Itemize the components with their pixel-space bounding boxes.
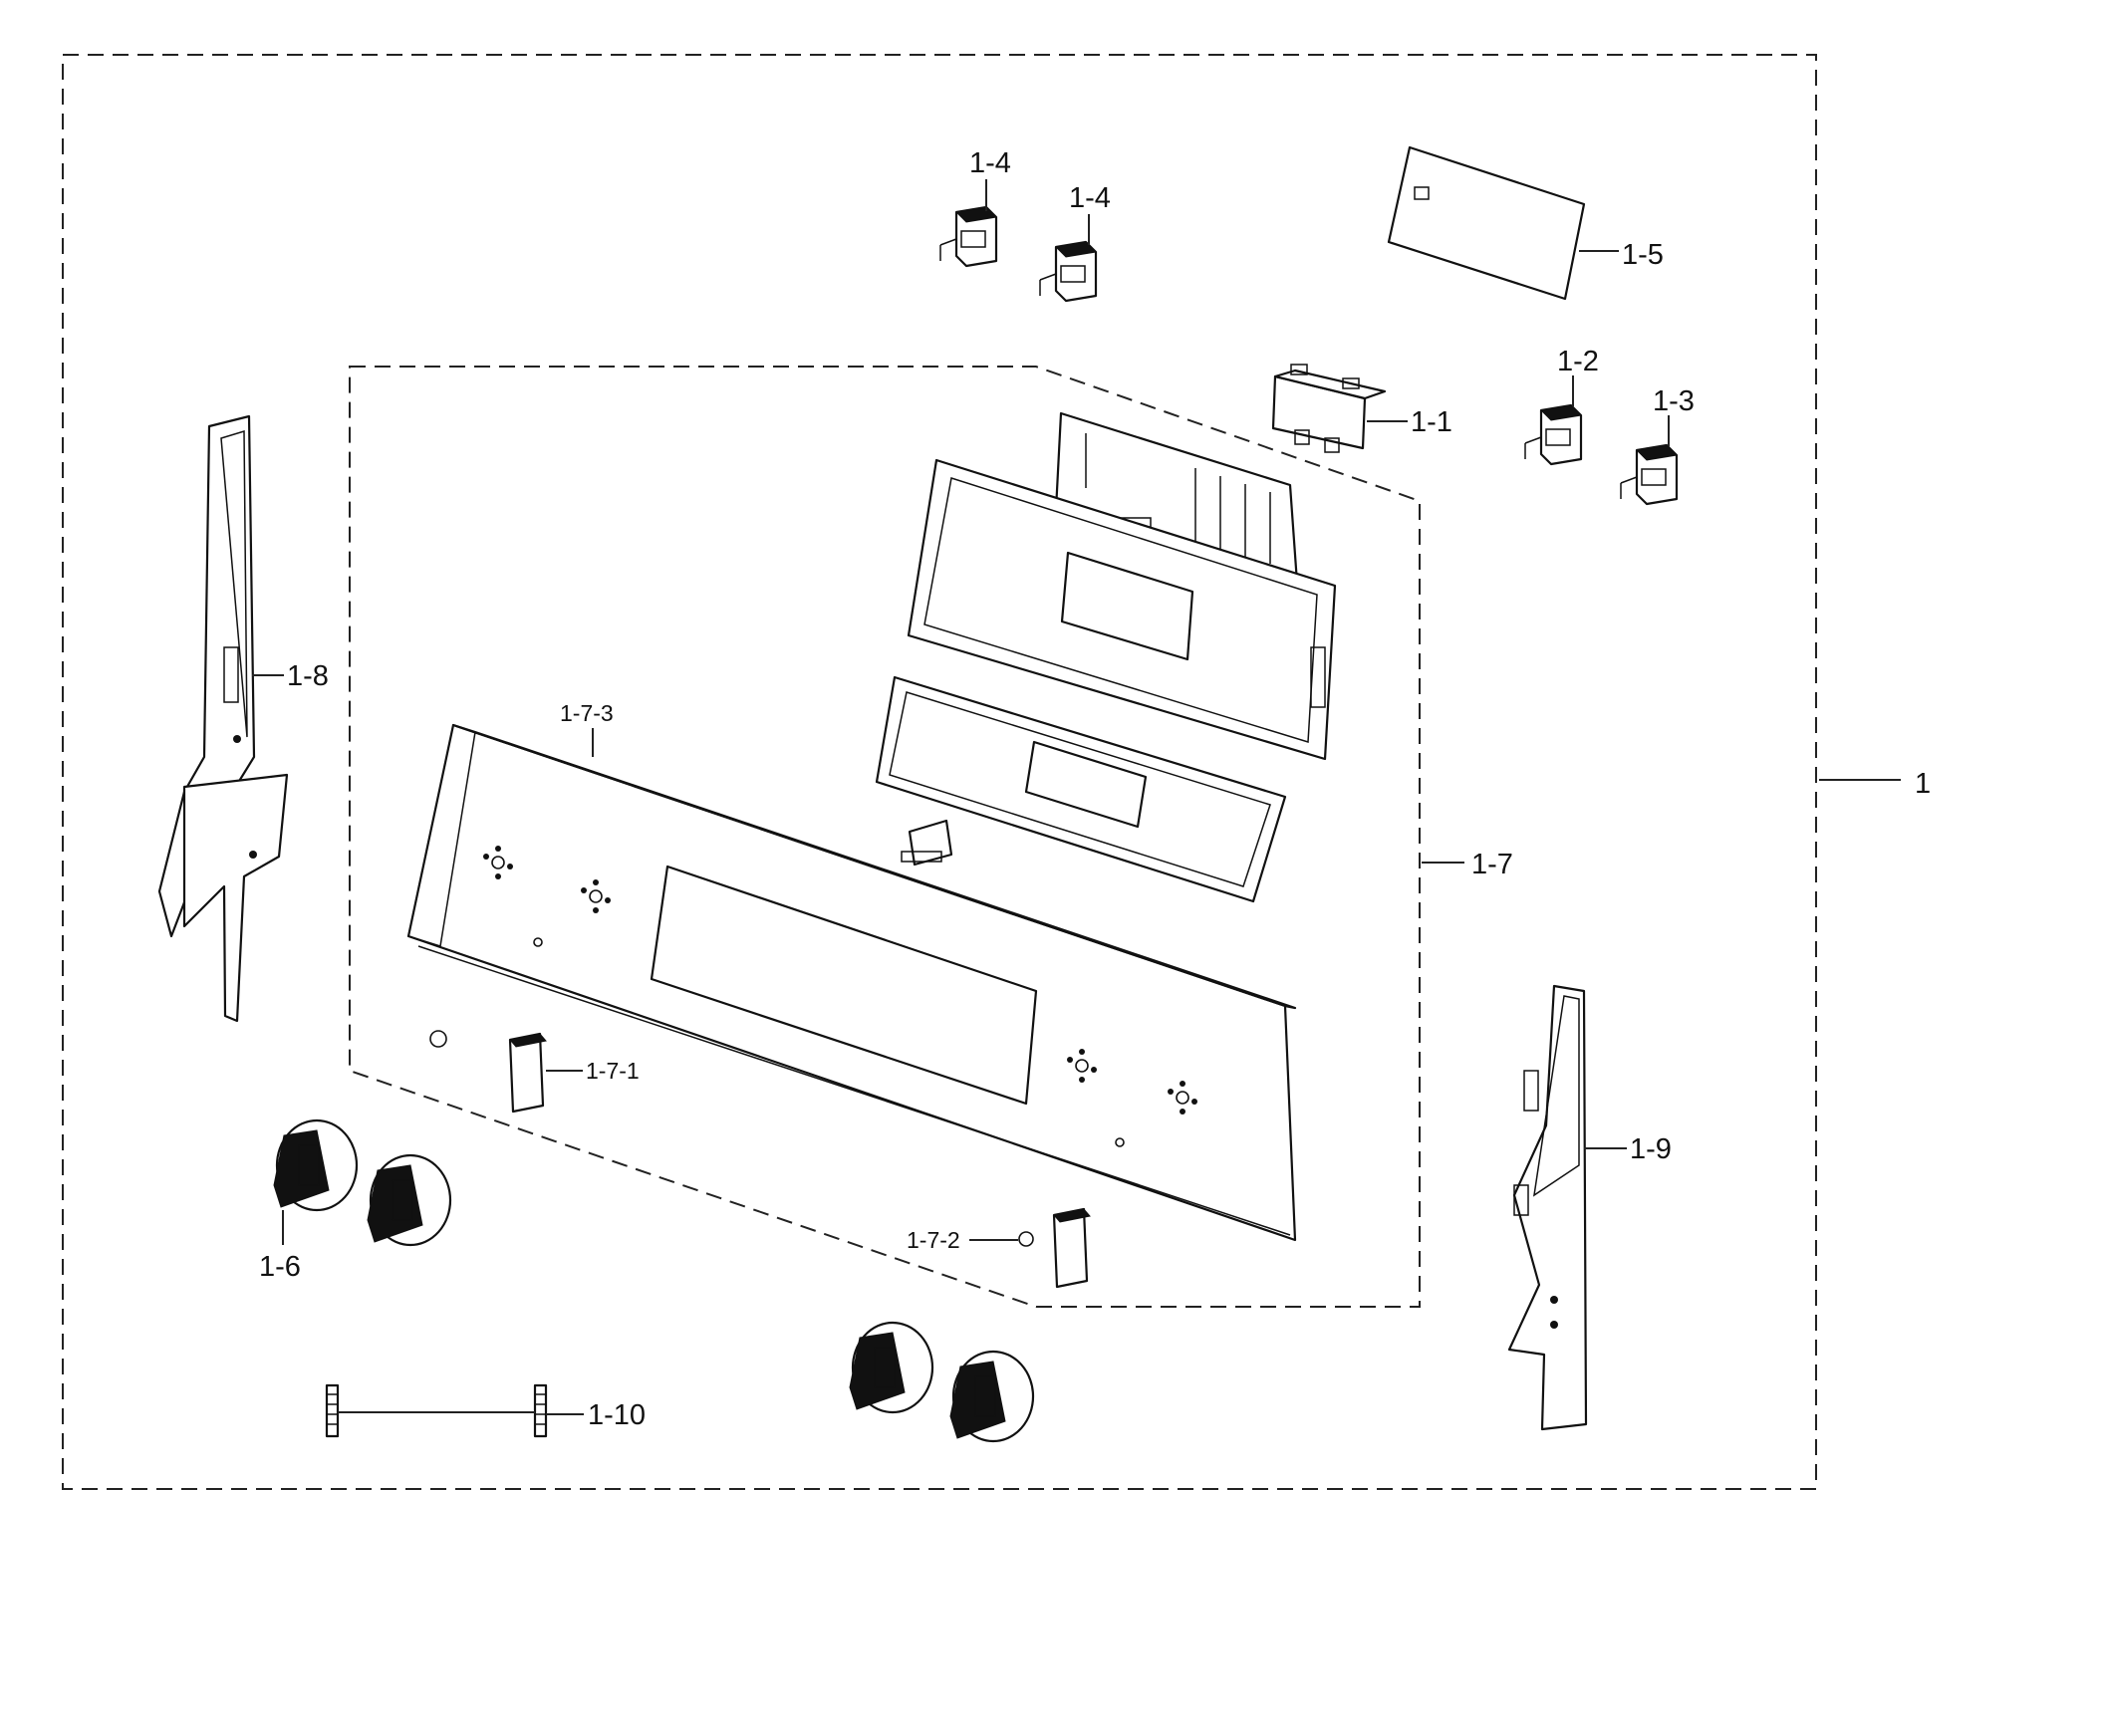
label-1-8: 1-8 [287, 660, 329, 692]
switch-1-4-left [939, 205, 998, 268]
panel-assembly-boundary [349, 366, 1421, 1308]
panel-clip [901, 819, 953, 867]
label-1-4-right: 1-4 [1069, 182, 1111, 214]
display-window [875, 675, 1287, 903]
panel-button-1-7-1 [508, 1032, 547, 1114]
switch-1-3 [1620, 443, 1679, 506]
control-panel-1-7-3 [406, 723, 1297, 1242]
label-1-10: 1-10 [588, 1399, 646, 1431]
assembly-boundary [62, 54, 1817, 1490]
knob-c [849, 1321, 934, 1414]
display-gasket [907, 458, 1337, 761]
switch-1-2 [1524, 403, 1583, 466]
bracket-right-1-9 [1507, 984, 1588, 1431]
label-1-7-1: 1-7-1 [586, 1058, 640, 1084]
knob-d [949, 1350, 1035, 1443]
label-1: 1 [1915, 768, 1931, 800]
panel-screw-left [429, 1030, 447, 1048]
label-1-7: 1-7 [1471, 849, 1513, 880]
bracket-left-1-8 [157, 414, 289, 1023]
label-sheet-1-5 [1387, 145, 1586, 301]
panel-screw-1-7-2 [1018, 1231, 1034, 1247]
label-1-2: 1-2 [1557, 346, 1599, 377]
panel-button-lower [1052, 1207, 1091, 1289]
label-1-4-left: 1-4 [969, 147, 1011, 179]
label-1-9: 1-9 [1630, 1133, 1672, 1165]
screw-pair-1-10 [325, 1383, 548, 1438]
leader-lines [252, 179, 1901, 1415]
label-1-3: 1-3 [1653, 385, 1695, 417]
label-1-6: 1-6 [259, 1251, 301, 1283]
knob-1-6-b [367, 1153, 452, 1247]
label-1-7-2: 1-7-2 [907, 1227, 960, 1253]
pcb-cover-1-1 [1271, 364, 1387, 453]
switch-1-4-right [1039, 240, 1098, 303]
knob-1-6-a [273, 1118, 359, 1212]
label-1-1: 1-1 [1411, 406, 1452, 438]
label-1-7-3: 1-7-3 [560, 700, 614, 726]
label-1-5: 1-5 [1622, 239, 1664, 271]
